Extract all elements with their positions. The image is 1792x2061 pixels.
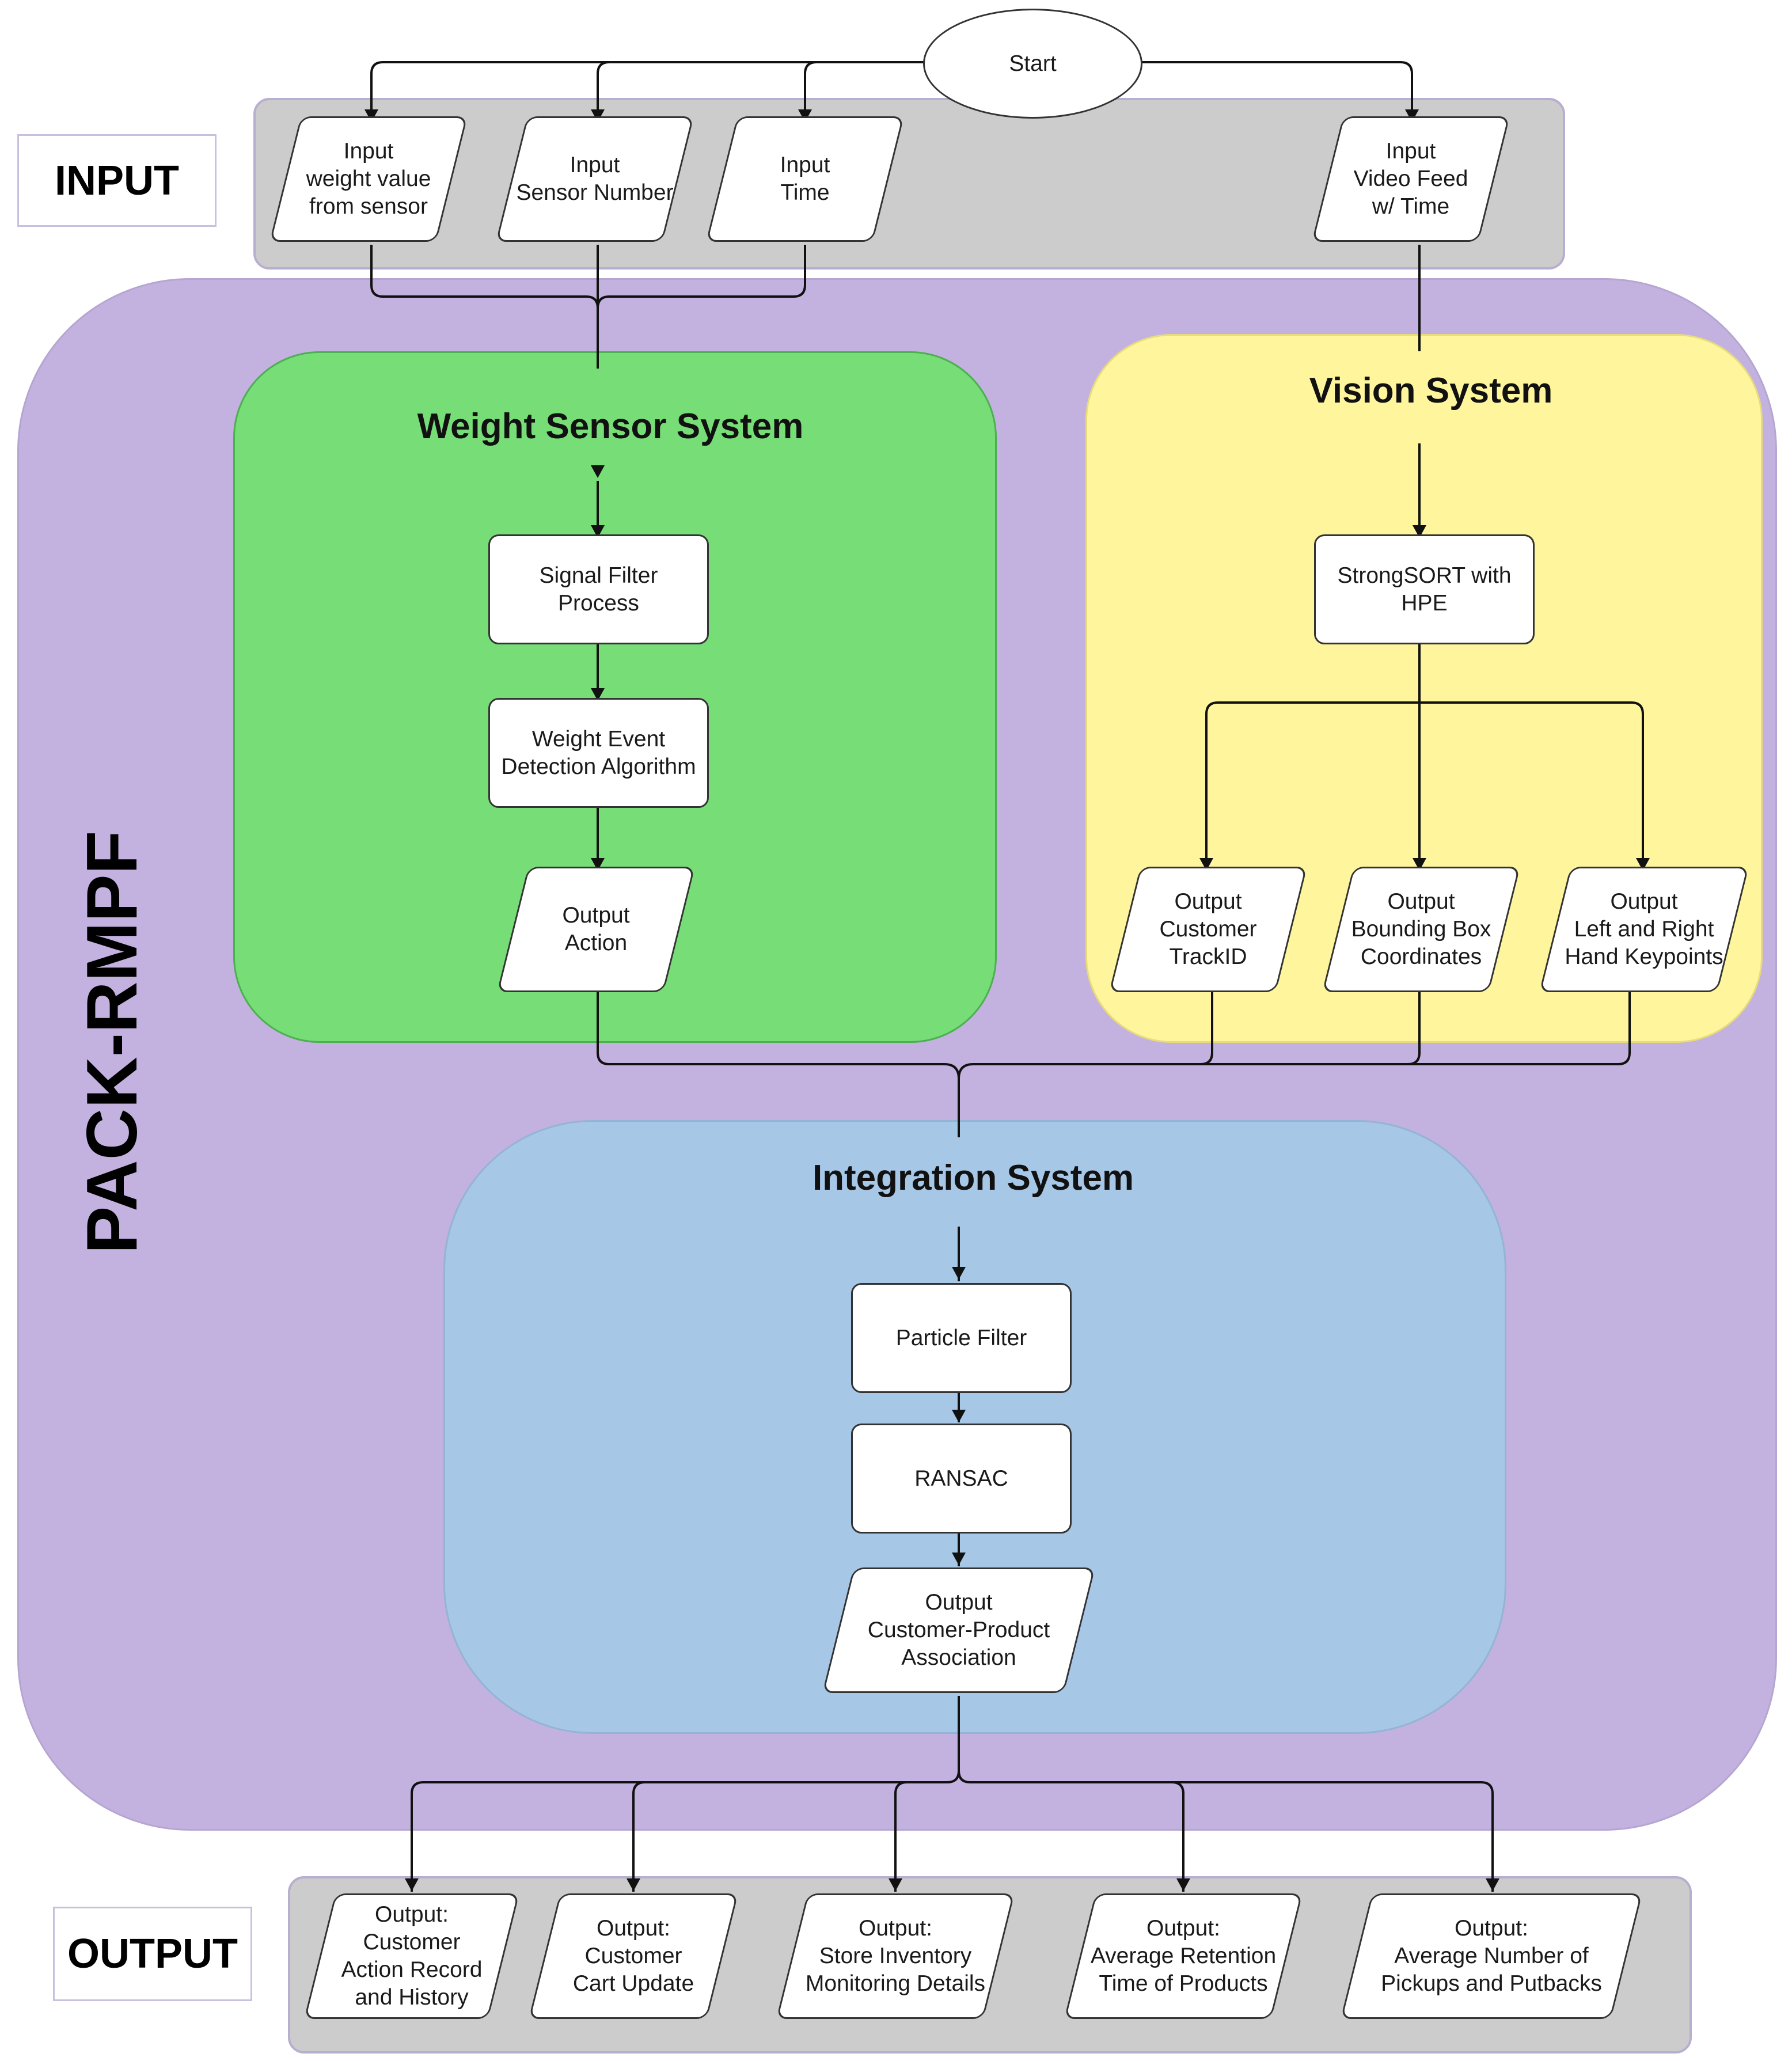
input-time-label: Input Time (780, 153, 830, 205)
input-weight-label: Input weight value from sensor (306, 139, 431, 219)
input-sensor-label: Input Sensor Number (516, 153, 674, 205)
output-cart-update: Output: Customer Cart Update (528, 1893, 739, 2019)
ransac-box: RANSAC (851, 1424, 1072, 1534)
output-tag-label: OUTPUT (67, 1931, 238, 1977)
wire-start-weight (370, 61, 924, 109)
framework-label: PACK-RMPF (73, 830, 152, 1254)
output-bbox: Output Bounding Box Coordinates (1322, 867, 1521, 992)
output-retention: Output: Average Retention Time of Produc… (1064, 1893, 1303, 2019)
signal-filter-box: Signal Filter Process (488, 534, 709, 644)
output-cart-update-label: Output: Customer Cart Update (572, 1916, 694, 1996)
input-video: Input Video Feed w/ Time (1311, 116, 1510, 242)
start-label: Start (1009, 51, 1057, 76)
output-association: Output Customer-Product Association (822, 1567, 1096, 1693)
output-action-record-label: Output: Customer Action Record and Histo… (341, 1902, 483, 2010)
start-node: Start (923, 9, 1142, 119)
output-tag: OUTPUT (53, 1907, 252, 2001)
output-inventory: Output: Store Inventory Monitoring Detai… (776, 1893, 1015, 2019)
wire-start-sensor (597, 61, 924, 109)
integration-system-title: Integration System (812, 1158, 1134, 1198)
output-track-id: Output Customer TrackID (1108, 867, 1308, 992)
input-video-label: Input Video Feed w/ Time (1353, 139, 1468, 219)
strongsort-box: StrongSORT with HPE (1314, 534, 1535, 644)
wire-start-time (804, 61, 924, 109)
output-pickups: Output: Average Number of Pickups and Pu… (1340, 1893, 1643, 2019)
vision-system-title: Vision System (1309, 371, 1553, 411)
output-hand-keypoints-label: Output Left and Right Hand Keypoints (1565, 889, 1723, 969)
input-weight: Input weight value from sensor (269, 116, 468, 242)
input-sensor-number: Input Sensor Number (495, 116, 694, 242)
output-action-record: Output: Customer Action Record and Histo… (303, 1893, 520, 2019)
output-retention-label: Output: Average Retention Time of Produc… (1090, 1916, 1277, 1996)
output-inventory-label: Output: Store Inventory Monitoring Detai… (805, 1916, 986, 1996)
weight-event-box: Weight Event Detection Algorithm (488, 698, 709, 808)
particle-filter-box: Particle Filter (851, 1283, 1072, 1393)
wire-start-video (1140, 61, 1413, 109)
input-time: Input Time (705, 116, 905, 242)
output-hand-keypoints: Output Left and Right Hand Keypoints (1539, 867, 1749, 992)
input-tag-label: INPUT (55, 157, 179, 204)
input-tag: INPUT (17, 134, 217, 227)
output-track-id-label: Output Customer TrackID (1159, 889, 1257, 969)
output-action: Output Action (496, 867, 696, 992)
arrowheads (365, 109, 1650, 1891)
wire-weight-merge (370, 245, 599, 309)
weight-system-title: Weight Sensor System (417, 407, 804, 446)
output-action-label: Output Action (562, 903, 630, 955)
output-bbox-label: Output Bounding Box Coordinates (1351, 889, 1491, 969)
output-pickups-label: Output: Average Number of Pickups and Pu… (1381, 1916, 1602, 1996)
output-association-label: Output Customer-Product Association (867, 1590, 1050, 1670)
